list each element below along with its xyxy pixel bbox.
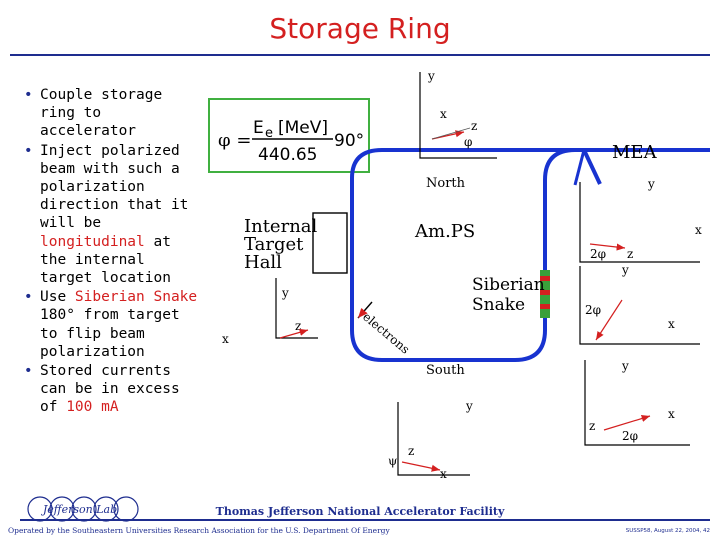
frame-south: y x z ψ [388,399,473,481]
svg-text:ψ: ψ [388,454,397,468]
storage-ring-diagram: φ = E e [MeV] 440.65 90° Internal Target… [208,69,710,481]
bullet-highlight: longitudinal [40,233,145,250]
south-label: South [426,363,465,378]
target-box [312,212,348,274]
title-divider [10,54,710,56]
bullet-item: Use Siberian Snake 180° from target to f… [24,288,204,361]
frame-target: y x z [222,278,318,346]
svg-text:2φ: 2φ [590,247,606,261]
svg-text:z: z [627,247,633,261]
slide-title: Storage Ring [269,12,451,45]
frame-north: y x z φ [419,69,497,159]
svg-text:x: x [440,467,447,481]
svg-text:y: y [465,399,473,413]
north-label: North [426,176,466,191]
svg-text:z: z [471,119,477,133]
frame-south-right: y x z 2φ [584,359,690,446]
svg-text:x: x [668,317,675,331]
svg-text:z: z [589,419,595,433]
lab-name: Thomas Jefferson National Accelerator Fa… [215,505,505,518]
svg-text:Target: Target [244,234,304,255]
jefferson-lab-logo: Jefferson Lab [27,496,139,522]
svg-text:φ: φ [464,135,472,149]
svg-text:2φ: 2φ [585,303,601,317]
svg-text:Snake: Snake [472,295,525,315]
svg-text:φ =: φ = [218,130,251,151]
footer-divider [20,519,710,521]
bullet-highlight: Siberian Snake [74,289,198,306]
internal-target-label: Internal [244,216,318,237]
svg-text:x: x [440,107,447,121]
svg-text:z: z [295,319,301,333]
frame-snake: y x 2φ [579,263,700,345]
bullet-list: Couple storage ring to accelerator Injec… [24,86,204,418]
bullet-item: Stored currents can be in excess of 100 … [24,362,204,417]
svg-text:2φ: 2φ [622,429,638,443]
svg-text:e: e [265,126,273,141]
svg-text:E: E [253,118,264,138]
svg-text:[MeV]: [MeV] [278,118,328,138]
svg-text:90°: 90° [334,131,364,151]
svg-text:x: x [222,332,229,346]
svg-text:y: y [281,286,289,300]
conference-note: SUSSP58, August 22, 2004, 42 [625,528,710,534]
operated-by-note: Operated by the Southeastern Universitie… [8,526,390,535]
spin-angle-formula: φ = E e [MeV] 440.65 90° [208,98,370,173]
bullet-item: Inject polarized beam with such a polari… [24,142,204,288]
bullet-highlight: 100 mA [66,399,119,416]
svg-text:z: z [408,444,414,458]
storage-ring [350,148,710,362]
electrons-label: electrons [360,310,412,357]
svg-text:Hall: Hall [244,252,282,273]
mea-label: MEA [612,142,658,163]
svg-text:y: y [621,263,629,277]
frame-mea: y x z 2φ [579,177,702,263]
svg-text:x: x [668,407,675,421]
svg-text:Jefferson Lab: Jefferson Lab [41,503,117,516]
siberian-snake-label: Siberian [472,275,545,295]
bullet-item: Couple storage ring to accelerator [24,86,204,141]
svg-text:y: y [621,359,629,373]
svg-text:y: y [427,69,435,83]
svg-text:x: x [695,223,702,237]
ring-name: Am.PS [414,221,475,242]
svg-text:y: y [647,177,655,191]
svg-text:440.65: 440.65 [258,145,317,165]
